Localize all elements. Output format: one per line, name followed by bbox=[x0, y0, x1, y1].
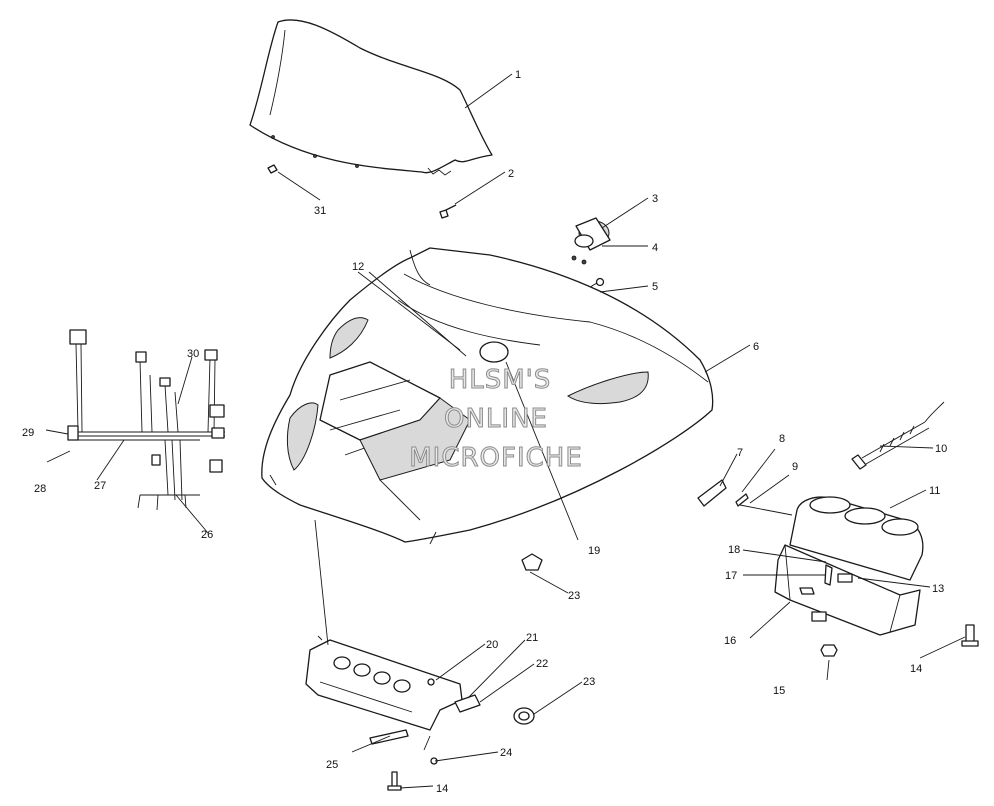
callout-24: 24 bbox=[500, 747, 512, 759]
callout-labels: 1 2 3 4 5 6 7 8 9 10 11 12 13 14 15 16 1… bbox=[22, 69, 947, 795]
callout-8: 8 bbox=[779, 433, 785, 445]
callout-5: 5 bbox=[652, 281, 658, 293]
callout-16: 16 bbox=[724, 635, 736, 647]
leader-lines bbox=[45, 73, 966, 789]
watermark-line-2: ONLINE bbox=[444, 404, 548, 434]
screw bbox=[824, 564, 833, 586]
callout-13: 13 bbox=[932, 583, 944, 595]
callout-19: 19 bbox=[588, 545, 600, 557]
callout-4: 4 bbox=[652, 242, 658, 254]
watermark: HLSM'S ONLINE MICROFICHE bbox=[409, 365, 583, 474]
callout-14-lower: 14 bbox=[436, 783, 448, 795]
callout-22: 22 bbox=[536, 658, 548, 670]
hood bbox=[261, 247, 714, 545]
headlight-assembly bbox=[789, 496, 924, 581]
callout-31: 31 bbox=[314, 205, 326, 217]
rivet bbox=[427, 678, 438, 765]
windshield-screw bbox=[267, 164, 457, 219]
windshield bbox=[249, 19, 493, 176]
callout-17: 17 bbox=[725, 570, 737, 582]
wiring-harness bbox=[67, 329, 225, 511]
bolt-lower bbox=[387, 771, 402, 791]
cable-spring bbox=[851, 401, 945, 470]
callout-2: 2 bbox=[508, 168, 514, 180]
grommet-lower bbox=[513, 707, 535, 725]
speedometer-gauge bbox=[571, 217, 611, 265]
mounting-clip bbox=[697, 479, 727, 507]
callout-7: 7 bbox=[737, 447, 743, 459]
callout-14-right: 14 bbox=[910, 663, 922, 675]
watermark-line-3: MICROFICHE bbox=[409, 443, 583, 473]
callout-23-lower: 23 bbox=[583, 676, 595, 688]
callout-1: 1 bbox=[515, 69, 521, 81]
callout-30: 30 bbox=[187, 348, 199, 360]
callout-26: 26 bbox=[201, 529, 213, 541]
reflector-mount-bracket bbox=[305, 635, 463, 731]
callout-3: 3 bbox=[652, 193, 658, 205]
nut bbox=[820, 644, 838, 657]
callout-21: 21 bbox=[526, 632, 538, 644]
bolt bbox=[961, 624, 979, 647]
callout-18: 18 bbox=[728, 544, 740, 556]
callout-23-upper: 23 bbox=[568, 590, 580, 602]
callout-12: 12 bbox=[352, 261, 364, 273]
callout-9: 9 bbox=[792, 461, 798, 473]
callout-28: 28 bbox=[34, 483, 46, 495]
callout-29: 29 bbox=[22, 427, 34, 439]
callout-25: 25 bbox=[326, 759, 338, 771]
wire-clip bbox=[735, 493, 749, 507]
grommet bbox=[521, 553, 543, 571]
callout-27: 27 bbox=[94, 480, 106, 492]
callout-11: 11 bbox=[929, 485, 940, 497]
callout-10: 10 bbox=[935, 443, 947, 455]
callout-15: 15 bbox=[773, 685, 785, 697]
watermark-line-1: HLSM'S bbox=[449, 365, 552, 395]
callout-20: 20 bbox=[486, 639, 498, 651]
callout-6: 6 bbox=[753, 341, 759, 353]
